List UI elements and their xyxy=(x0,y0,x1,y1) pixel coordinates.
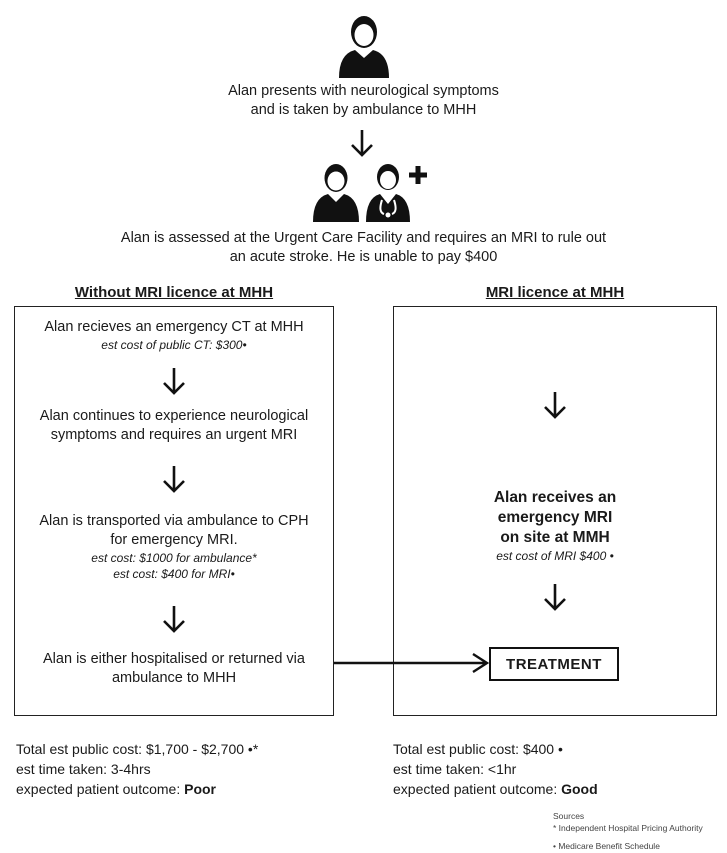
step3-cost-ambulance: est cost: $1000 for ambulance* xyxy=(91,551,257,565)
arrow-down-icon xyxy=(349,128,375,158)
left-step-4: Alan is either hospitalised or returned … xyxy=(14,650,334,688)
treatment-box: TREATMENT xyxy=(489,647,619,681)
assess-line-2: an acute stroke. He is unable to pay $40… xyxy=(229,249,498,265)
left-outcome: expected patient outcome: Poor xyxy=(16,779,336,799)
intro-line-2: and is taken by ambulance to MHH xyxy=(250,102,477,118)
step3-cost-mri: est cost: $400 for MRI• xyxy=(113,567,235,581)
step1-cost: est cost of public CT: $300• xyxy=(101,338,247,352)
right-summary: Total est public cost: $400 • est time t… xyxy=(393,739,717,799)
left-outcome-value: Poor xyxy=(184,781,216,797)
left-summary: Total est public cost: $1,700 - $2,700 •… xyxy=(16,739,336,799)
right-total-cost: Total est public cost: $400 • xyxy=(393,741,563,757)
left-pathway-box xyxy=(14,306,334,716)
right-pathway-box xyxy=(393,306,717,716)
right-outcome-value: Good xyxy=(561,781,598,797)
arrow-down-icon xyxy=(161,366,187,396)
step3-line-2: for emergency MRI. xyxy=(110,532,238,548)
right-outcome: expected patient outcome: Good xyxy=(393,779,717,799)
left-outcome-label: expected patient outcome: xyxy=(16,781,185,797)
step2-line-1: Alan continues to experience neurologica… xyxy=(39,408,309,424)
right-time-taken: est time taken: <1hr xyxy=(393,761,517,777)
arrow-down-icon xyxy=(161,604,187,634)
right-outcome-label: expected patient outcome: xyxy=(393,781,562,797)
doctor-icon xyxy=(364,160,414,222)
step3-line-1: Alan is transported via ambulance to CPH xyxy=(39,513,309,529)
right-line-2: emergency MRI xyxy=(497,509,613,526)
intro-line-1: Alan presents with neurological symptoms xyxy=(228,83,499,99)
sources-title: Sources xyxy=(553,811,585,821)
arrow-down-icon xyxy=(161,464,187,494)
left-step-1: Alan recieves an emergency CT at MHH est… xyxy=(14,318,334,353)
step2-line-2: symptoms and requires an urgent MRI xyxy=(50,427,298,443)
sources: Sources * Independent Hospital Pricing A… xyxy=(553,810,725,852)
assess-text: Alan is assessed at the Urgent Care Faci… xyxy=(0,229,727,267)
source-item-1: * Independent Hospital Pricing Authority xyxy=(553,823,703,833)
left-time-taken: est time taken: 3-4hrs xyxy=(16,761,151,777)
arrow-right-icon xyxy=(334,652,490,674)
left-total-cost: Total est public cost: $1,700 - $2,700 •… xyxy=(16,741,259,757)
patient-icon xyxy=(311,160,361,222)
assess-line-1: Alan is assessed at the Urgent Care Faci… xyxy=(120,230,607,246)
patient-icon xyxy=(335,12,393,78)
plus-icon xyxy=(407,164,429,186)
left-step-2: Alan continues to experience neurologica… xyxy=(14,407,334,445)
right-heading: MRI licence at MHH xyxy=(485,284,625,301)
arrow-down-icon xyxy=(542,390,568,420)
right-mri-cost: est cost of MRI $400 • xyxy=(496,549,614,563)
source-item-2: • Medicare Benefit Schedule xyxy=(553,841,660,851)
left-step-3: Alan is transported via ambulance to CPH… xyxy=(14,512,334,582)
step4-line-2: ambulance to MHH xyxy=(111,670,237,686)
step4-line-1: Alan is either hospitalised or returned … xyxy=(43,651,305,667)
step1-text: Alan recieves an emergency CT at MHH xyxy=(44,319,304,335)
right-line-3: on site at MMH xyxy=(500,529,610,546)
intro-text: Alan presents with neurological symptoms… xyxy=(0,82,727,120)
left-heading: Without MRI licence at MHH xyxy=(74,284,274,301)
arrow-down-icon xyxy=(542,582,568,612)
right-main-step: Alan receives an emergency MRI on site a… xyxy=(393,488,717,564)
right-line-1: Alan receives an xyxy=(493,489,617,506)
